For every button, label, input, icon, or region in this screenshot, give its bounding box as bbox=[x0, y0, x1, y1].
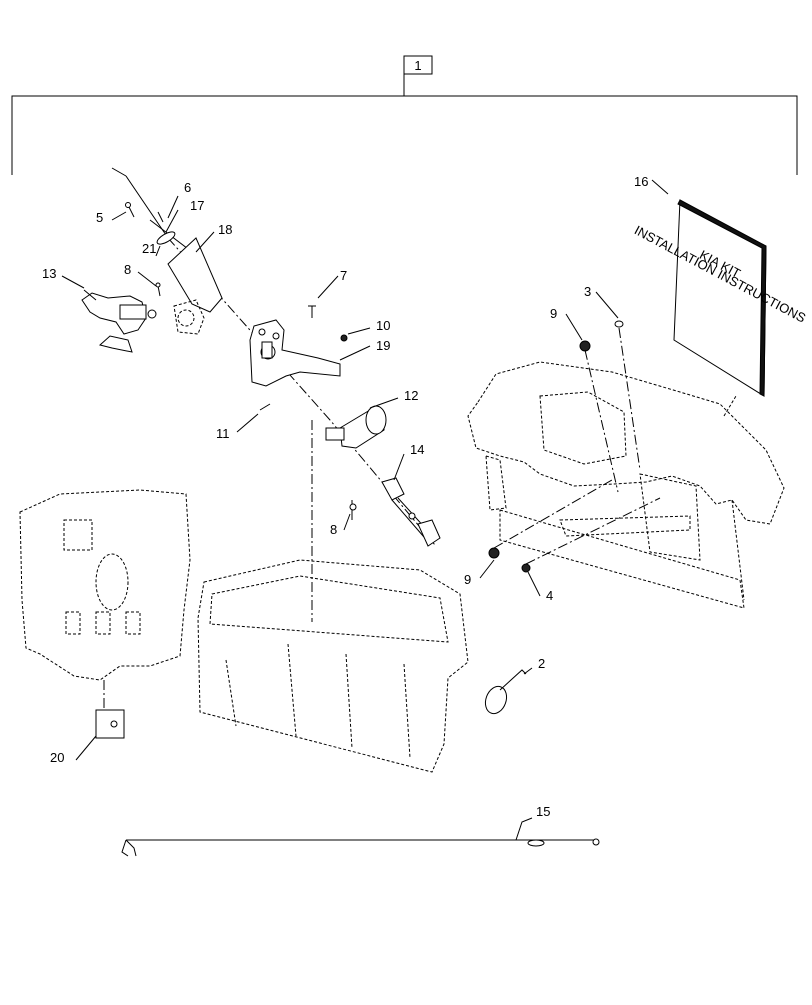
boot-cover-18 bbox=[167, 237, 223, 335]
callout-20: 20 bbox=[50, 750, 64, 765]
callout-19: 19 bbox=[376, 338, 390, 353]
callout-leaders bbox=[61, 179, 669, 841]
floor-shield-left bbox=[19, 489, 191, 708]
machine-cab-frame-right bbox=[467, 361, 785, 609]
cable-tie-2 bbox=[484, 669, 527, 715]
kit-callout-box bbox=[403, 55, 433, 75]
platform-frame-center bbox=[197, 420, 469, 773]
callout-12: 12 bbox=[404, 388, 418, 403]
callout-21: 21 bbox=[142, 241, 156, 256]
callout-4: 4 bbox=[546, 588, 553, 603]
callout-5: 5 bbox=[96, 210, 103, 225]
hardware-8 bbox=[155, 282, 357, 520]
kit-callout-label: 1 bbox=[414, 58, 421, 73]
instruction-manual-16: KIA KIT INSTALLATION INSTRUCTIONS bbox=[632, 199, 809, 397]
valve-assembly-13 bbox=[81, 289, 157, 353]
callout-15: 15 bbox=[536, 804, 550, 819]
callout-17: 17 bbox=[190, 198, 204, 213]
callout-10: 10 bbox=[376, 318, 390, 333]
callout-9-bottom: 9 bbox=[464, 572, 471, 587]
bolts-7-10-11 bbox=[259, 305, 348, 411]
decal-20 bbox=[95, 709, 125, 739]
callout-11: 11 bbox=[216, 426, 230, 441]
hardware-5-6-17-21 bbox=[125, 202, 176, 245]
callout-14: 14 bbox=[410, 442, 424, 457]
callout-7: 7 bbox=[340, 268, 347, 283]
bracket-19 bbox=[249, 319, 341, 387]
callout-3: 3 bbox=[584, 284, 591, 299]
hardware-3-4-9 bbox=[488, 320, 661, 573]
callout-labels: 6 17 5 21 18 13 8 7 10 19 12 11 14 8 16 … bbox=[42, 174, 648, 819]
steering-shaft-14 bbox=[381, 477, 441, 547]
callout-6: 6 bbox=[184, 180, 191, 195]
callout-9-top: 9 bbox=[550, 306, 557, 321]
callout-8-top: 8 bbox=[124, 262, 131, 277]
callout-13: 13 bbox=[42, 266, 56, 281]
kit-bracket: 1 bbox=[11, 55, 798, 175]
actuator-12 bbox=[325, 405, 387, 449]
callout-8-bottom: 8 bbox=[330, 522, 337, 537]
wire-harness-15 bbox=[121, 838, 600, 857]
callout-2: 2 bbox=[538, 656, 545, 671]
callout-16: 16 bbox=[634, 174, 648, 189]
callout-18: 18 bbox=[218, 222, 232, 237]
